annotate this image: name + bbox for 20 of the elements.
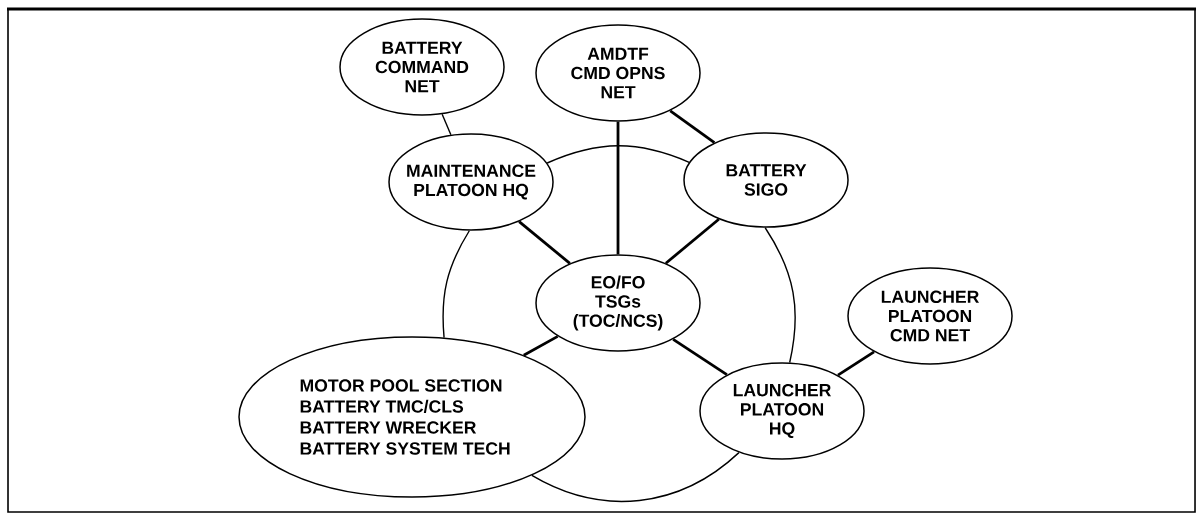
- ellipse-node: LAUNCHER PLATOON HQ: [699, 362, 865, 460]
- connector-line: [441, 113, 452, 136]
- connector-line: [764, 227, 796, 364]
- connector-line: [669, 109, 716, 144]
- ellipse-node: LAUNCHER PLATOON CMD NET: [847, 267, 1013, 365]
- connector-line: [664, 218, 720, 265]
- connector-line: [616, 121, 620, 255]
- connector-line: [531, 451, 740, 503]
- connector-line: [523, 335, 559, 357]
- ellipse-node: MOTOR POOL SECTION BATTERY TMC/CLS BATTERY WRECKER BATTERY SYSTEM TECH: [238, 336, 586, 498]
- connector-line: [442, 230, 470, 339]
- ellipse-node: AMDTF CMD OPNS NET: [535, 24, 701, 122]
- connector-line: [672, 338, 728, 376]
- ellipse-node: MAINTENANCE PLATOON HQ: [388, 133, 554, 231]
- ellipse-node: EO/FO TSGs (TOC/NCS): [535, 254, 701, 352]
- connector-line: [518, 220, 571, 265]
- connector-line: [546, 145, 690, 164]
- ellipse-node: BATTERY COMMAND NET: [339, 18, 505, 116]
- ellipse-node: BATTERY SIGO: [683, 132, 849, 228]
- connector-line: [837, 350, 875, 377]
